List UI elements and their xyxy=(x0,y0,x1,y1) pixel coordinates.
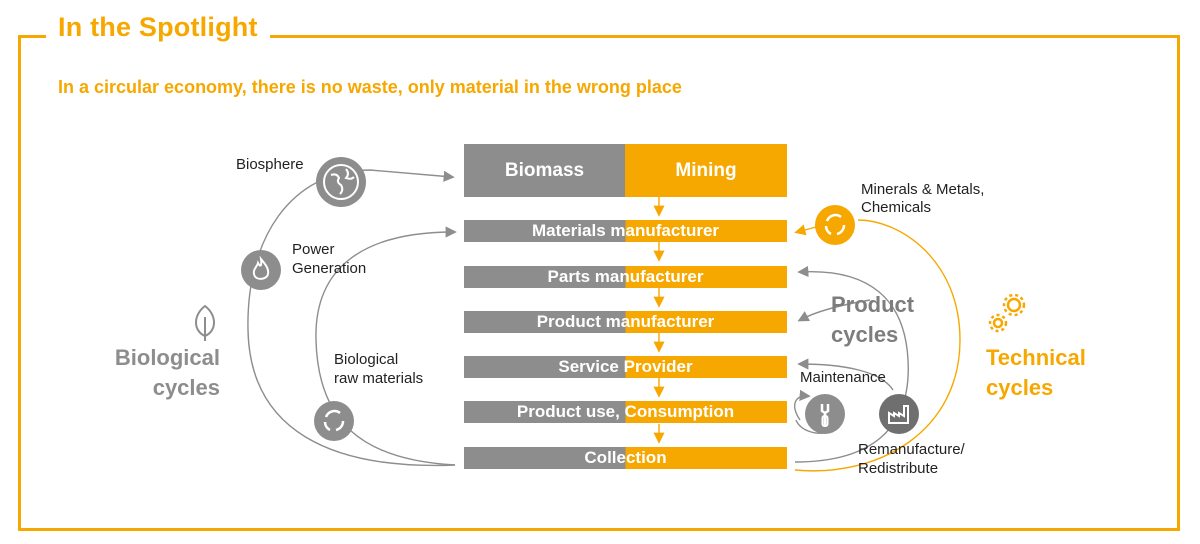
stage-service-provider: Service Provider xyxy=(464,356,787,378)
technical-cycles-label-1: Technical xyxy=(986,345,1086,370)
biological-raw-materials-label-1: Biological xyxy=(334,351,399,368)
wrench-icon xyxy=(805,394,845,434)
power-generation-label-1: Power xyxy=(292,241,335,258)
stage-product-use: Product use, Consumption xyxy=(464,401,787,423)
remanufacture-label-1: Remanufacture/ xyxy=(858,441,965,458)
biomass-source: Biomass xyxy=(464,144,625,197)
power-generation-label-2: Generation xyxy=(292,260,367,277)
page-subtitle: In a circular economy, there is no waste… xyxy=(58,77,682,97)
page-title: In the Spotlight xyxy=(46,12,270,43)
recycle-icon xyxy=(815,205,855,245)
mining-source: Mining xyxy=(625,144,787,197)
leaf-icon xyxy=(190,303,220,343)
stage-parts-manufacturer: Parts manufacturer xyxy=(464,266,787,288)
stage-collection: Collection xyxy=(464,447,787,469)
flame-icon xyxy=(241,250,281,290)
biosphere-label: Biosphere xyxy=(236,156,304,173)
biological-cycles-label-1: Biological xyxy=(114,345,220,370)
technical-cycles-label-2: cycles xyxy=(986,375,1054,400)
product-cycles-label-1: Product xyxy=(831,292,915,317)
globe-icon xyxy=(316,157,366,207)
remanufacture-label-2: Redistribute xyxy=(858,460,939,477)
recycle-icon xyxy=(314,401,354,441)
stage-materials-manufacturer: Materials manufacturer xyxy=(464,220,787,242)
biological-cycles-label-2: cycles xyxy=(152,375,220,400)
minerals-label-1: Minerals & Metals, xyxy=(861,181,985,198)
spotlight-frame xyxy=(18,35,1180,531)
stage-product-manufacturer: Product manufacturer xyxy=(464,311,787,333)
product-cycles-label-2: cycles xyxy=(831,322,899,347)
gears-icon xyxy=(986,292,1030,336)
biological-raw-materials-label-2: raw materials xyxy=(334,370,424,387)
minerals-label-2: Chemicals xyxy=(861,199,932,216)
factory-icon xyxy=(879,394,919,434)
maintenance-label: Maintenance xyxy=(800,369,886,386)
